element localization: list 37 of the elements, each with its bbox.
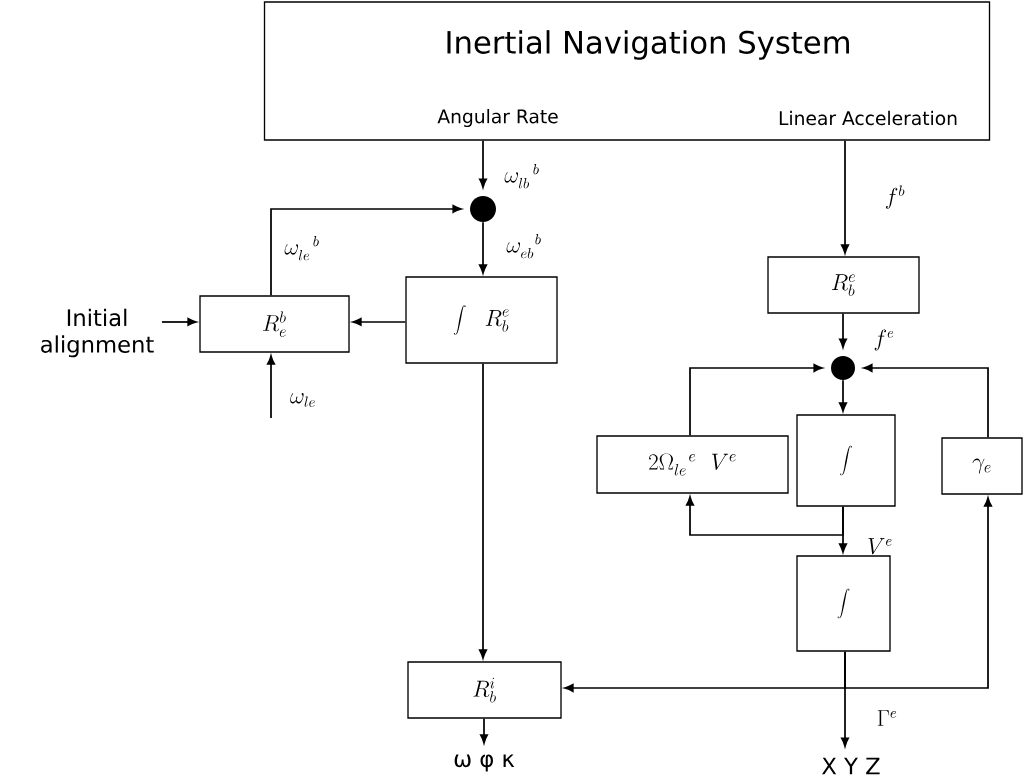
edge-label: $\omega_{eb}^{\ \ b}$ (506, 233, 541, 259)
arrow (839, 312, 847, 348)
arrow (270, 205, 462, 297)
output-text: X Y Z (822, 757, 880, 775)
arrow (839, 379, 847, 412)
block-box: $R_e^b$ (199, 295, 350, 353)
arrow (352, 318, 407, 326)
edge-label: $f^e$ (874, 329, 894, 351)
edge-label: $\omega_{le}$ (290, 393, 315, 407)
edge-label: $V^e$ (868, 538, 892, 555)
arrow (689, 364, 823, 437)
arrow (863, 364, 989, 439)
arrow (161, 318, 197, 326)
edge-label: $\omega_{lb}^{\ \ b}$ (504, 163, 539, 189)
block-box: $\int\ \ R_b^e$ (405, 276, 558, 364)
block-box: $R_b^i$ (407, 661, 562, 719)
arrow (841, 139, 849, 254)
integrator-box: $\int$ (796, 555, 891, 652)
input-text: Initial alignment (41, 308, 154, 358)
edge-label: $\Gamma^e$ (877, 710, 897, 726)
arrow (686, 496, 844, 536)
arrow (267, 355, 275, 419)
arrow (479, 362, 487, 659)
arrow (480, 717, 488, 744)
edge-label: $\omega_{le}^{\ \ b}$ (284, 235, 319, 261)
block-box: $2\Omega_{le}^{\ \ e}\ \ V^e$ (596, 435, 789, 494)
system-box: Inertial Navigation System Angular Rate Linear Acceleration (263, 1, 991, 141)
summing-junction (831, 356, 855, 380)
arrow (844, 497, 992, 689)
output-text: ω φ κ (454, 754, 515, 772)
arrow (479, 221, 487, 274)
integrator-box: $\int$ (796, 414, 896, 507)
block-box: $\gamma_e$ (941, 437, 1023, 495)
arrow (479, 139, 487, 188)
summing-junction (470, 196, 496, 222)
edge-label: $f^b$ (885, 185, 905, 209)
block-box: $R_b^e$ (767, 256, 920, 314)
